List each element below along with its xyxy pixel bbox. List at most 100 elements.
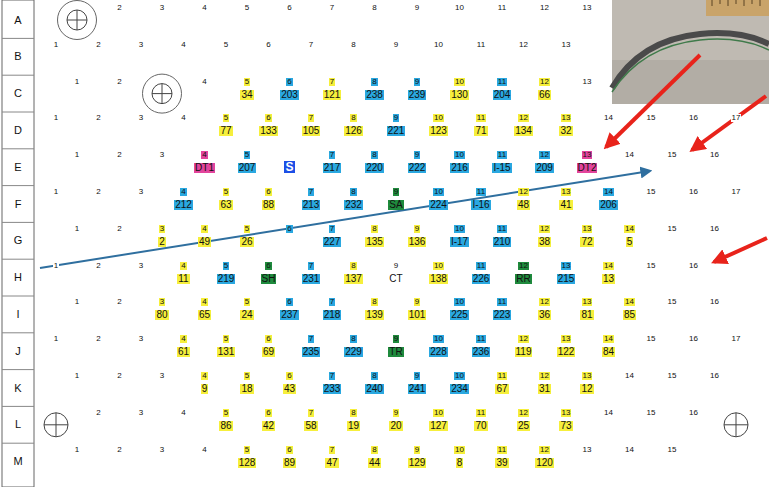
column-number: 17 [731, 114, 742, 122]
well-circle: 2 [100, 221, 140, 261]
column-number: 11 [476, 262, 486, 270]
row-letter: E [14, 162, 21, 173]
well-fill [164, 185, 203, 224]
well-circle: 10216 [440, 147, 480, 187]
sample-label: 138 [429, 274, 448, 284]
column-number: 8 [350, 335, 356, 343]
well-fill [568, 148, 607, 187]
column-number: 14 [624, 372, 635, 380]
well-fill [100, 74, 139, 113]
sample-label: 47 [325, 458, 338, 468]
well-fill [122, 185, 161, 224]
sample-label: 12 [580, 384, 593, 394]
column-number: 12 [539, 446, 550, 454]
well-fill [249, 185, 288, 224]
well-circle: 2 [79, 405, 119, 445]
column-number: 6 [265, 41, 271, 49]
column-number: 4 [201, 4, 207, 12]
well-circle: 819 [334, 405, 374, 445]
well-fill [547, 332, 586, 371]
well-fill [653, 221, 692, 260]
sample-label: 236 [472, 347, 491, 357]
sample-label: 105 [302, 126, 321, 136]
well-fill [610, 442, 649, 481]
well-fill [228, 221, 267, 260]
well-circle: 747 [312, 442, 352, 482]
column-number: 11 [497, 151, 507, 159]
column-number: 7 [308, 409, 314, 417]
column-number: 5 [223, 262, 229, 270]
column-number: 9 [393, 188, 399, 196]
well-circle: 11 [461, 37, 501, 77]
well-fill [270, 295, 309, 334]
well-circle: 10127 [419, 405, 459, 445]
well-fill [249, 405, 288, 444]
column-number: 2 [116, 4, 122, 12]
well-fill [440, 221, 479, 260]
well-fill [185, 1, 224, 40]
column-number: 10 [433, 188, 444, 196]
sample-label: 32 [559, 126, 572, 136]
column-number: 7 [308, 335, 314, 343]
well-fill [100, 369, 139, 408]
column-number: 11 [497, 446, 507, 454]
well-fill [37, 111, 76, 150]
column-number: 5 [223, 188, 229, 196]
well-fill [377, 185, 416, 224]
well-circle: 1413 [589, 258, 629, 298]
sample-label: 232 [344, 200, 363, 210]
well-fill [632, 332, 671, 371]
well-fill [377, 258, 416, 297]
well-fill [58, 295, 97, 334]
sample-label: 39 [495, 458, 508, 468]
column-number: 1 [53, 41, 59, 49]
well-circle: 16 [695, 147, 735, 187]
sample-label: TR [388, 347, 403, 357]
column-number: 5 [244, 225, 250, 233]
well-fill [717, 185, 756, 224]
sample-label: 126 [344, 126, 363, 136]
column-number: 13 [582, 298, 593, 306]
sample-label: 66 [538, 90, 551, 100]
column-number: 6 [265, 262, 271, 270]
sample-label: 127 [429, 421, 448, 431]
sample-label: I-17 [450, 237, 469, 247]
well-fill [79, 185, 118, 224]
well-fill [483, 148, 522, 187]
well-fill [674, 258, 713, 297]
well-circle: 3 [121, 331, 161, 371]
well-circle: 7217 [312, 147, 352, 187]
well-fill [228, 1, 267, 40]
well-fill [483, 442, 522, 481]
sample-label: 42 [262, 421, 275, 431]
column-number: 8 [371, 298, 377, 306]
well-fill [440, 442, 479, 481]
well-fill [632, 258, 671, 297]
well-fill [313, 295, 352, 334]
well-circle: 586 [206, 405, 246, 445]
well-circle: 10 [419, 37, 459, 77]
well-fill [525, 74, 564, 113]
well-circle: 5219 [206, 258, 246, 298]
well-circle: 7105 [291, 110, 331, 150]
sample-label: 134 [514, 126, 533, 136]
sample-label: 11 [177, 274, 189, 284]
sample-label: 72 [580, 237, 593, 247]
well-circle: 6 [270, 0, 310, 40]
well-fill [164, 332, 203, 371]
column-number: 9 [414, 4, 420, 12]
well-fill [377, 37, 416, 76]
well-fill [228, 74, 267, 113]
well-circle: 9136 [397, 221, 437, 261]
well-circle: 1485 [610, 294, 650, 334]
well-fill [249, 37, 288, 76]
sample-label: 31 [538, 384, 551, 394]
well-circle: 1373 [546, 405, 586, 445]
well-circle: S [270, 147, 310, 187]
row-cell: A [2, 10, 34, 30]
column-number: 11 [476, 335, 486, 343]
sample-label: 136 [408, 237, 427, 247]
well-circle: 6SH [249, 258, 289, 298]
well-fill [79, 111, 118, 150]
well-fill [164, 37, 203, 76]
